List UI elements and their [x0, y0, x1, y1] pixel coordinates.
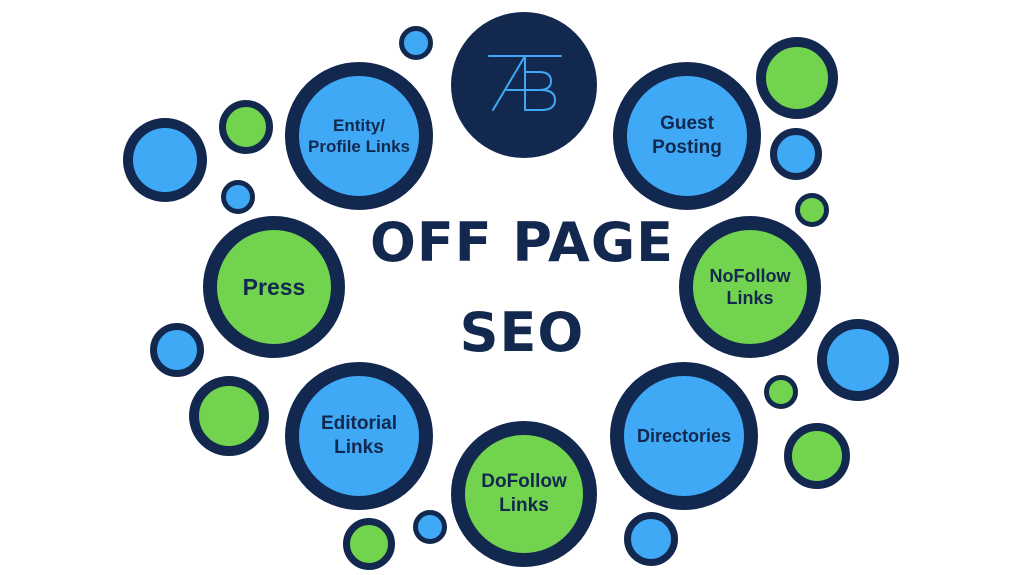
node-editorial-links: Editorial Links: [285, 362, 433, 510]
node-dofollow-links: DoFollow Links: [451, 421, 597, 567]
decor-bubble: [795, 193, 829, 227]
decor-bubble: [343, 518, 395, 570]
node-press: Press: [203, 216, 345, 358]
node-guest-posting: Guest Posting: [613, 62, 761, 210]
node-label-line: Directories: [636, 425, 732, 446]
node-label-line: DoFollow: [481, 471, 567, 493]
decor-bubble: [413, 510, 447, 544]
node-label-line: Posting: [652, 137, 722, 158]
node-label-line: Links: [499, 495, 549, 516]
node-directories: Directories: [610, 362, 758, 510]
node-entity-profile-links: Entity/ Profile Links: [285, 62, 433, 210]
decor-bubble: [150, 323, 204, 377]
node-label-line: Profile Links: [307, 137, 411, 156]
decor-bubble: [756, 37, 838, 119]
decor-bubble: [764, 375, 798, 409]
node-label-line: Links: [726, 288, 774, 308]
decor-bubble: [189, 376, 269, 456]
node-label-line: Links: [334, 437, 384, 458]
node-label-line: Guest: [660, 113, 714, 135]
decor-bubble: [817, 319, 899, 401]
decor-bubble: [221, 180, 255, 214]
diagram-title-line-1: OFF PAGE: [369, 211, 675, 274]
node-label-line: Editorial: [320, 413, 397, 435]
node-nofollow-links: NoFollow Links: [679, 216, 821, 358]
brand-logo: [451, 12, 597, 158]
decor-bubble: [123, 118, 207, 202]
node-label-line: Press: [242, 273, 306, 300]
diagram-title-line-2: SEO: [459, 301, 585, 364]
decor-bubble: [784, 423, 850, 489]
decor-bubble: [399, 26, 433, 60]
node-label-line: NoFollow: [709, 265, 791, 286]
decor-bubble: [219, 100, 273, 154]
decor-bubble: [770, 128, 822, 180]
node-label-line: Entity/: [333, 115, 385, 135]
logo-monogram-icon: [488, 55, 562, 111]
decor-bubble: [624, 512, 678, 566]
